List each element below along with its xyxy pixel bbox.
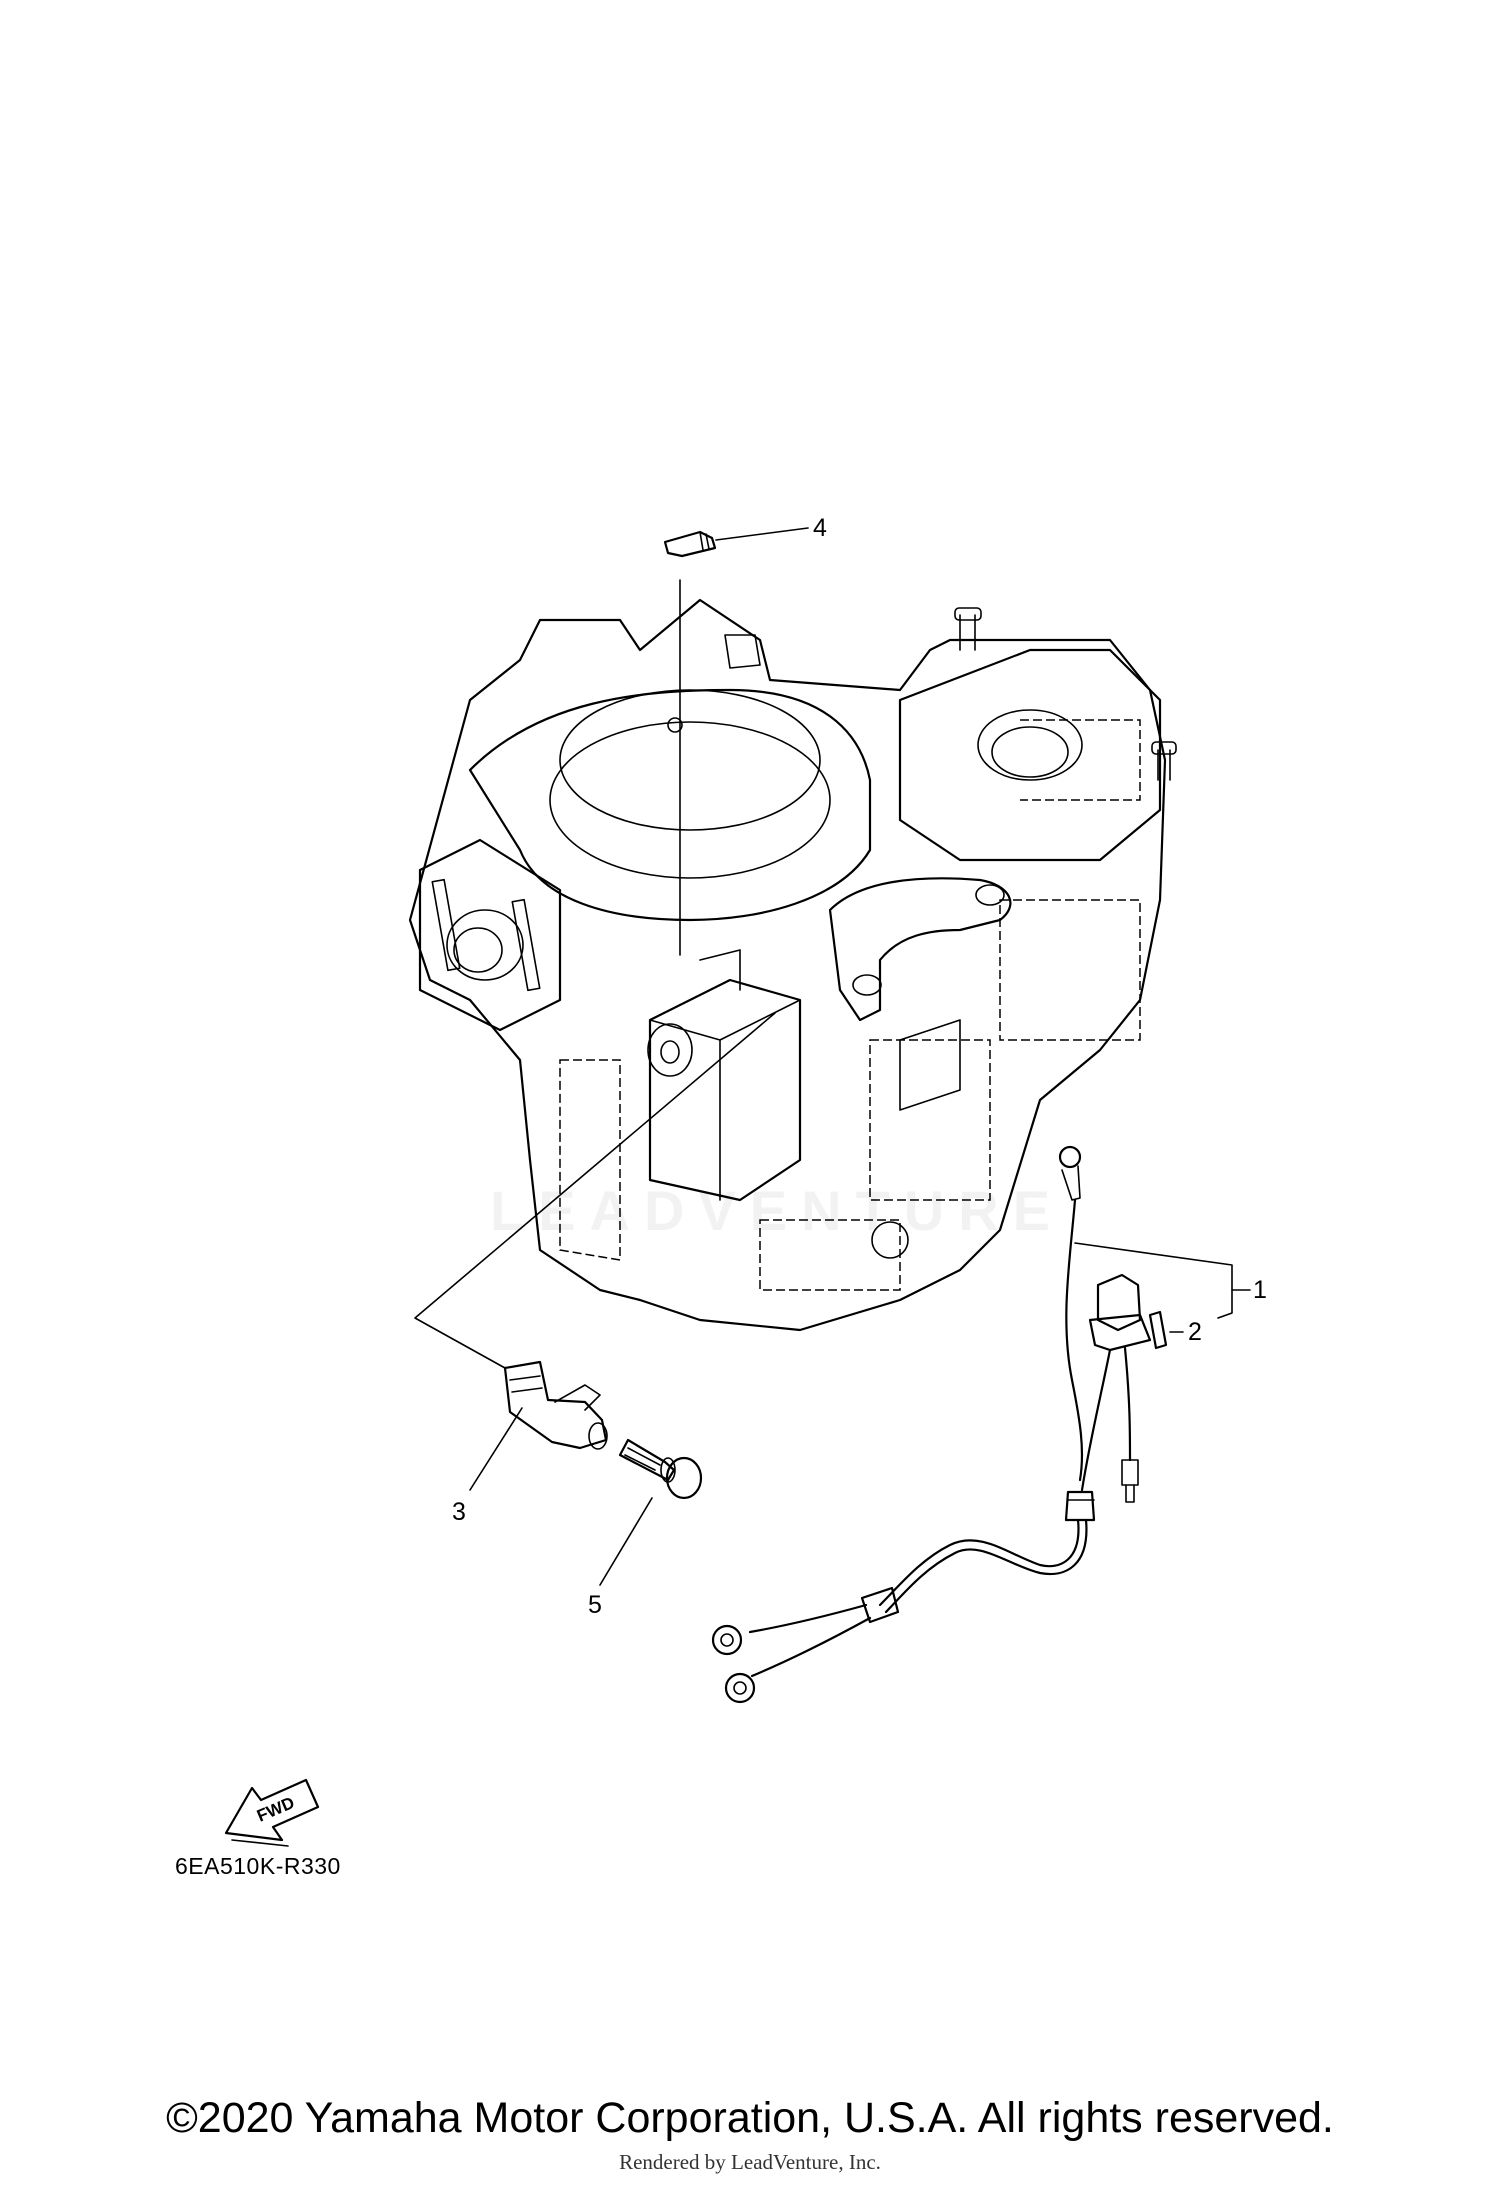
callout-5: 5 [588, 1591, 602, 1619]
part-3-leader [469, 1407, 523, 1491]
copyright-notice: ©2020 Yamaha Motor Corporation, U.S.A. A… [166, 2094, 1334, 2142]
callout-3: 3 [452, 1498, 466, 1526]
callout-1: 1 [1253, 1276, 1267, 1304]
part-1-wire-harness [711, 1145, 1251, 1704]
engine-block-outline [408, 598, 1177, 1332]
fwd-arrow-icon: FWD [224, 1778, 320, 1847]
rendered-by: Rendered by LeadVenture, Inc. [619, 2150, 881, 2174]
callout-2: 2 [1188, 1318, 1202, 1346]
diagram-code: 6EA510K-R330 [175, 1853, 341, 1879]
part-2-fuse [1148, 1310, 1184, 1350]
part-3-leader-upper [414, 1012, 776, 1369]
part-4-clip [663, 527, 809, 558]
callout-4: 4 [813, 514, 827, 542]
watermark: LEADVENTURE [490, 1179, 1065, 1242]
part-5-bolt [599, 1438, 703, 1586]
part-3-bracket [503, 1360, 608, 1450]
